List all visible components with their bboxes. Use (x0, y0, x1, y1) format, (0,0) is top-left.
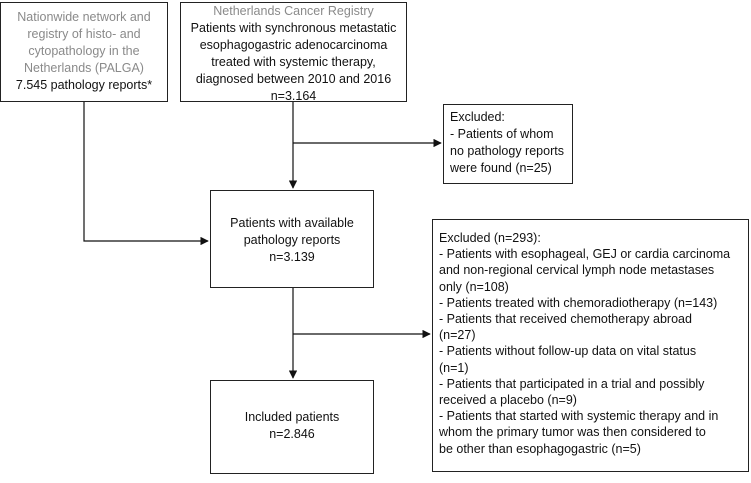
excluded-bottom-line: (n=27) (439, 328, 476, 343)
palga-count-line: 7.545 pathology reports* (15, 78, 153, 92)
ncr-count-line: n=3.164 (270, 89, 317, 103)
excluded-bottom-line: - Patients with esophageal, GEJ or cardi… (439, 247, 731, 262)
excluded-bottom-line: - Patients that received chemotherapy ab… (439, 312, 692, 327)
palga-source-line: Nationwide network and (17, 10, 151, 24)
excluded-bottom-line: - Patients treated with chemoradiotherap… (439, 295, 718, 310)
excluded-bottom-box: Excluded (n=293): - Patients with esopha… (432, 219, 749, 472)
excluded-top-line: were found (n=25) (450, 161, 552, 175)
available-line: Patients with available (230, 216, 354, 230)
ncr-source-line: Netherlands Cancer Registry (213, 4, 374, 18)
excluded-bottom-line: only (n=108) (439, 279, 509, 294)
ncr-line: treated with systemic therapy, (211, 55, 376, 69)
available-count-line: n=3.139 (269, 250, 315, 264)
palga-box: Nationwide network and registry of histo… (0, 2, 168, 102)
excluded-bottom-line: - Patients that started with systemic th… (439, 409, 719, 424)
palga-source-line: cytopathology in the (28, 44, 140, 58)
excluded-bottom-line: and non-regional cervical lymph node met… (439, 263, 715, 278)
excluded-top-line: - Patients of whom (450, 127, 554, 141)
excluded-bottom-line: (n=1) (439, 360, 469, 375)
excluded-top-line: Excluded: (450, 110, 505, 124)
ncr-line: esophagogastric adenocarcinoma (199, 38, 388, 52)
palga-to-available-connector (83, 102, 209, 246)
excluded-bottom-line: whom the primary tumor was then consider… (439, 425, 706, 440)
excluded-bottom-line: received a placebo (n=9) (439, 393, 577, 408)
excluded-top-line: no pathology reports (450, 144, 564, 158)
available-line: pathology reports (243, 233, 341, 247)
available-reports-box: Patients with available pathology report… (210, 190, 374, 288)
excluded-bottom-line: - Patients that participated in a trial … (439, 376, 705, 391)
ncr-line: diagnosed between 2010 and 2016 (195, 72, 392, 86)
palga-source-line: registry of histo- and (27, 27, 141, 41)
palga-source-line: Netherlands (PALGA) (24, 61, 144, 75)
excluded-bottom-line: - Patients without follow-up data on vit… (439, 344, 697, 359)
included-count-line: n=2.846 (269, 427, 315, 441)
ncr-line: Patients with synchronous metastatic (190, 21, 397, 35)
excluded-bottom-line: Excluded (n=293): (439, 231, 541, 245)
excluded-top-box: Excluded: - Patients of whom no patholog… (443, 104, 573, 184)
included-patients-box: Included patients n=2.846 (210, 380, 374, 474)
included-line: Included patients (244, 410, 340, 424)
excluded-bottom-line: be other than esophagogastric (n=5) (439, 441, 641, 456)
ncr-box: Netherlands Cancer Registry Patients wit… (180, 2, 407, 103)
